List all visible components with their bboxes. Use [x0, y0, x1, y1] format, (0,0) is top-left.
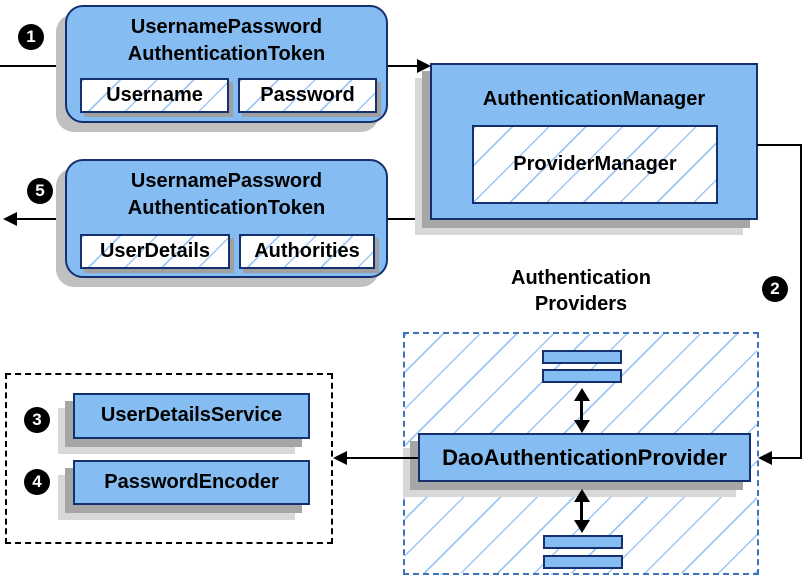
request-token-node: UsernamePassword AuthenticationToken Use… — [65, 5, 388, 123]
authorities-field-box: Authorities — [239, 234, 375, 269]
services-container — [5, 373, 333, 544]
arrowhead-down-icon — [574, 420, 590, 433]
response-token-title-line1: UsernamePassword — [130, 170, 323, 192]
user-details-service-node: UserDetailsService — [73, 393, 310, 439]
authentication-providers-title-line2: Providers — [534, 293, 628, 315]
step2-connector-top-segment — [757, 144, 802, 146]
provider-slot-bar — [542, 350, 622, 364]
step34-connector-line — [347, 457, 418, 459]
authentication-manager-title: AuthenticationManager — [482, 88, 706, 110]
authentication-providers-title: Authentication Providers — [403, 265, 759, 317]
provider-slot-bar — [542, 369, 622, 383]
user-details-service-label: UserDetailsService — [100, 404, 283, 426]
password-encoder-label: PasswordEncoder — [104, 471, 279, 493]
step2-connector-bottom-segment — [772, 457, 802, 459]
arrowhead-right-icon — [417, 59, 431, 73]
arrowhead-left-icon — [758, 451, 772, 465]
response-token-node: UsernamePassword AuthenticationToken Use… — [65, 159, 388, 278]
request-token-fields: Username Password — [80, 78, 377, 113]
step-badge-5: 5 — [27, 178, 53, 204]
authentication-providers-title-line1: Authentication — [511, 267, 651, 289]
authentication-manager-node: AuthenticationManager ProviderManager — [430, 63, 758, 220]
double-arrow-icon — [574, 489, 590, 533]
password-encoder-node: PasswordEncoder — [73, 460, 310, 505]
arrowhead-down-icon — [574, 520, 590, 533]
provider-manager-node: ProviderManager — [472, 125, 718, 204]
request-token-title-line2: AuthenticationToken — [127, 43, 326, 65]
response-token-title: UsernamePassword AuthenticationToken — [67, 161, 386, 222]
response-token-fields: UserDetails Authorities — [80, 234, 375, 269]
step-badge-2: 2 — [762, 276, 788, 302]
request-token-title-line1: UsernamePassword — [130, 16, 323, 38]
arrowhead-left-icon — [3, 212, 17, 226]
double-arrow-icon — [574, 388, 590, 433]
provider-slot-bar — [543, 535, 623, 549]
arrowhead-up-icon — [574, 388, 590, 401]
response-token-title-line2: AuthenticationToken — [127, 197, 326, 219]
step-badge-3: 3 — [24, 407, 50, 433]
request-token-title: UsernamePassword AuthenticationToken — [67, 7, 386, 68]
step2-connector-vertical-segment — [800, 144, 802, 459]
arrow-stem — [580, 398, 583, 423]
username-field-box: Username — [80, 78, 229, 113]
arrowhead-left-icon — [333, 451, 347, 465]
provider-manager-label: ProviderManager — [513, 153, 677, 175]
step-badge-1: 1 — [18, 24, 44, 50]
step-badge-4: 4 — [24, 469, 50, 495]
password-field-box: Password — [238, 78, 377, 113]
arrow-stem — [580, 499, 583, 523]
dao-authentication-provider-label: DaoAuthenticationProvider — [442, 445, 727, 470]
userdetails-field-box: UserDetails — [80, 234, 230, 269]
dao-authentication-provider-node: DaoAuthenticationProvider — [418, 433, 751, 482]
arrowhead-up-icon — [574, 489, 590, 502]
provider-slot-bar — [543, 555, 623, 569]
